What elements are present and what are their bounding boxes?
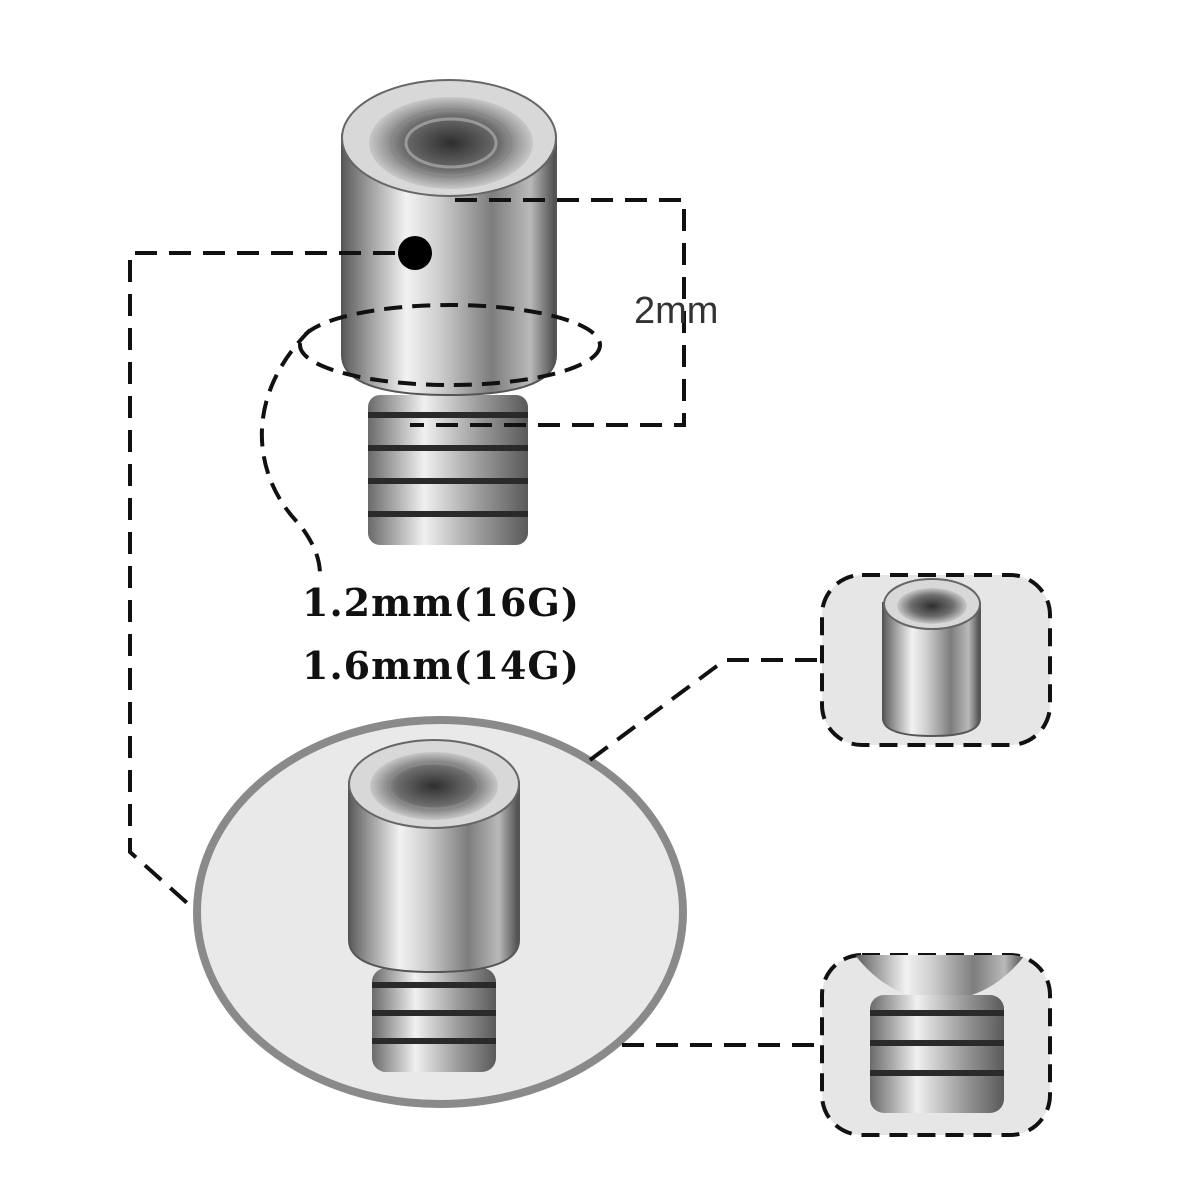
- gauge-callout-line: [259, 328, 322, 576]
- dimension-label: 2mm: [634, 290, 719, 332]
- thumbnail-female-end: [820, 573, 1052, 747]
- point-marker: [398, 236, 432, 270]
- thumbnail-thread-end: [820, 953, 1052, 1137]
- top-thumb-connector: [588, 658, 822, 762]
- dimension-bracket: [410, 198, 686, 427]
- gauge-label-16g: 1.2mm(16G): [302, 580, 580, 625]
- main-threads: [368, 395, 528, 545]
- detail-bubble: [193, 716, 687, 1108]
- gauge-label-14g: 1.6mm(14G): [302, 643, 580, 688]
- base-ring-marker: [298, 303, 602, 387]
- left-connector-line: [128, 251, 395, 912]
